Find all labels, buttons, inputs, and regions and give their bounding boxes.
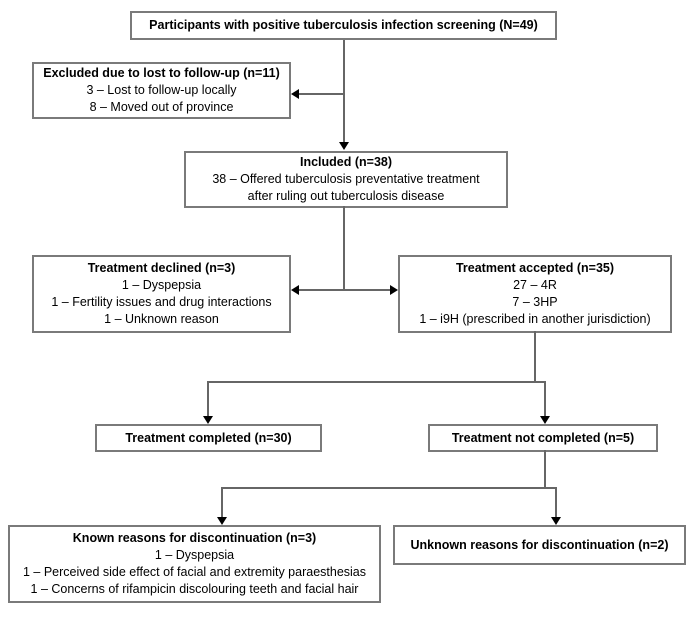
box-line: 1 – Perceived side effect of facial and … (22, 565, 366, 579)
arrowhead-down-not-completed-icon (540, 416, 550, 424)
box-title-accepted: Treatment accepted (n=35) (455, 261, 615, 275)
flow-box-screening: Participants with positive tuberculosis … (130, 11, 557, 40)
connector-not-completed-stem (544, 450, 546, 489)
arrowhead-down-completed-icon (203, 416, 213, 424)
flow-box-included: Included (n=38) 38 – Offered tuberculosi… (184, 151, 508, 208)
connector-declined-accepted (299, 289, 391, 291)
box-line: 27 – 4R (513, 278, 557, 292)
box-line: 1 – Unknown reason (104, 312, 219, 326)
box-line: 3 – Lost to follow-up locally (86, 83, 237, 97)
arrowhead-down-included-icon (339, 142, 349, 150)
box-title-unknown-reasons: Unknown reasons for discontinuation (n=2… (410, 537, 669, 552)
box-line: 1 – Dyspepsia (121, 278, 202, 292)
box-line: 38 – Offered tuberculosis preventative t… (212, 172, 480, 186)
flow-box-completed: Treatment completed (n=30) (95, 424, 322, 452)
connector-drop-unknown-reasons (555, 487, 557, 518)
connector-drop-known-reasons (221, 487, 223, 518)
flow-box-declined: Treatment declined (n=3) 1 – Dyspepsia 1… (32, 255, 291, 333)
box-line: after ruling out tuberculosis disease (247, 189, 445, 203)
connector-reasons-split (221, 487, 557, 489)
flow-box-unknown-reasons: Unknown reasons for discontinuation (n=2… (393, 525, 686, 565)
connector-screening-to-included (343, 40, 345, 143)
box-line: 1 – Fertility issues and drug interactio… (51, 295, 272, 309)
arrowhead-down-unknown-reasons-icon (551, 517, 561, 525)
box-title-screening: Participants with positive tuberculosis … (149, 18, 538, 32)
box-title-declined: Treatment declined (n=3) (87, 261, 236, 275)
box-title-known-reasons: Known reasons for discontinuation (n=3) (72, 531, 317, 545)
box-line: 8 – Moved out of province (89, 100, 234, 114)
box-line: 1 – Dyspepsia (154, 548, 235, 562)
box-title-not-completed: Treatment not completed (n=5) (451, 430, 635, 445)
arrowhead-left-declined-icon (291, 285, 299, 295)
flow-box-not-completed: Treatment not completed (n=5) (428, 424, 658, 452)
box-title-completed: Treatment completed (n=30) (125, 430, 292, 445)
box-title-included: Included (n=38) (299, 155, 393, 169)
box-line: 1 – i9H (prescribed in another jurisdict… (419, 312, 651, 326)
connector-included-stem (343, 206, 345, 291)
flow-box-known-reasons: Known reasons for discontinuation (n=3) … (8, 525, 381, 603)
box-line: 7 – 3HP (512, 295, 558, 309)
connector-completed-split (207, 381, 546, 383)
connector-drop-not-completed (544, 381, 546, 417)
arrowhead-down-known-reasons-icon (217, 517, 227, 525)
arrowhead-left-excluded-icon (291, 89, 299, 99)
box-line: 1 – Concerns of rifampicin discolouring … (30, 582, 359, 596)
box-title-excluded: Excluded due to lost to follow-up (n=11) (43, 66, 280, 80)
arrowhead-right-accepted-icon (390, 285, 398, 295)
connector-accepted-stem (534, 331, 536, 382)
flow-box-excluded: Excluded due to lost to follow-up (n=11)… (32, 62, 291, 119)
flow-box-accepted: Treatment accepted (n=35) 27 – 4R 7 – 3H… (398, 255, 672, 333)
connector-drop-completed (207, 381, 209, 417)
connector-to-excluded (299, 93, 345, 95)
